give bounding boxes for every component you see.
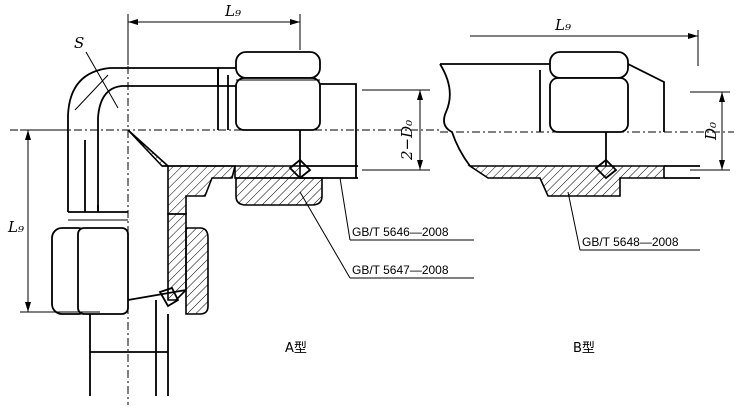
body-section-hatch (127, 129, 237, 215)
b-d0-label: D₀ (702, 122, 720, 141)
b-body-break (439, 63, 453, 133)
a-l9-side-label: L₉ (7, 218, 24, 236)
vertical-nut-section (185, 227, 209, 315)
leader-5647 (299, 191, 351, 279)
type-a-view: L₉ L₉ S 2−D₀ GB/T 5646—2008 GB/T 5647—20… (7, 2, 474, 405)
b-body-section-hatch (467, 165, 665, 197)
type-b-view: L₉ D₀ GB/T 5648—2008 B型 (439, 16, 734, 356)
top-nut-upper (235, 51, 321, 79)
horizontal-nut-section (235, 177, 323, 206)
b-l9-label: L₉ (554, 16, 571, 34)
caption-type-a: A型 (285, 341, 307, 356)
elbow-inner-line (84, 140, 99, 212)
ferrule-a-vertical (127, 286, 187, 308)
ferrule-a-horizontal (288, 158, 312, 180)
b-body-top (440, 63, 665, 132)
b-l9-arrow (688, 33, 698, 39)
std-5646: GB/T 5646—2008 (352, 225, 449, 239)
b-ferrule (594, 158, 618, 180)
caption-type-b: B型 (573, 341, 595, 356)
a-l9-top-label: L₉ (224, 2, 241, 20)
a-2d0-label: 2−D₀ (398, 120, 416, 161)
nut-shoulder (217, 67, 236, 130)
std-5647: GB/T 5647—2008 (352, 263, 449, 277)
a-d0-arrows (417, 90, 423, 170)
b-break-lower (451, 131, 471, 167)
b-nut-lower (549, 77, 629, 133)
tube-upper-edge (320, 83, 357, 130)
top-nut-lower (235, 77, 321, 131)
a-s-leader (85, 51, 119, 109)
vertical-leg-hatch (167, 213, 187, 301)
b-nut-upper (549, 51, 629, 79)
side-nut-right (77, 227, 129, 315)
a-s-label: S (74, 34, 84, 52)
vertical-tube (89, 300, 169, 396)
b-tube (664, 165, 700, 179)
leader-5648 (567, 191, 581, 251)
std-5648: GB/T 5648—2008 (582, 235, 679, 249)
leader-5646 (339, 177, 351, 241)
